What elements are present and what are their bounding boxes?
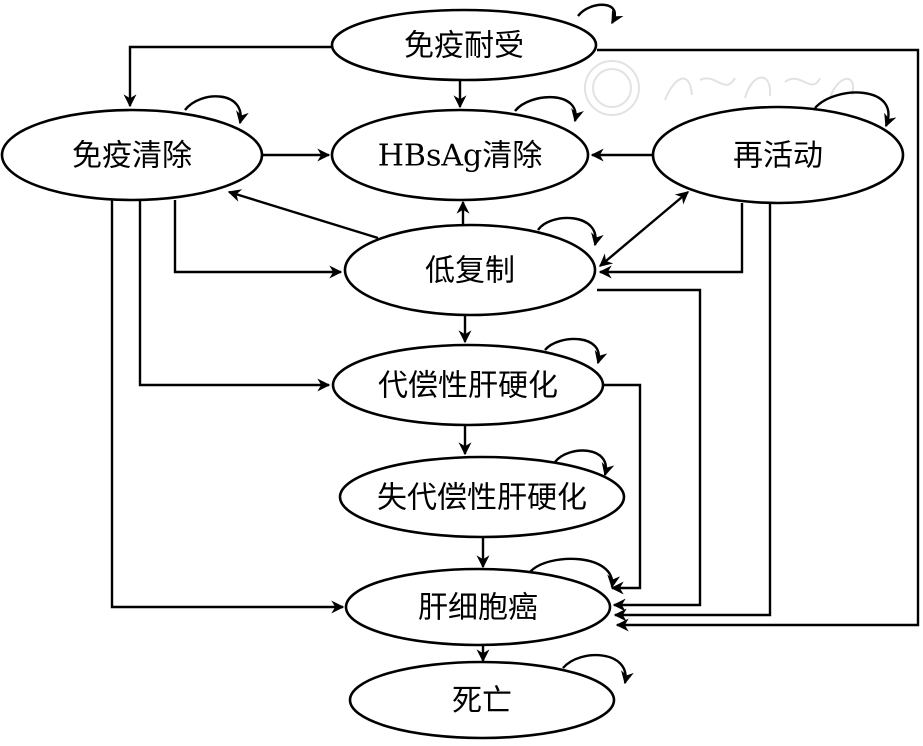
node-hcc: 肝细胞癌 [344, 567, 612, 647]
self-loop-reactivation [814, 91, 897, 128]
edge-tolerance-to-hcc [597, 48, 920, 632]
node-immune-clearance: 免疫清除 [0, 108, 264, 202]
node-label: 死亡 [452, 684, 512, 719]
node-label: 低复制 [425, 254, 515, 289]
node-ellipse [330, 108, 590, 202]
self-loop-compensated-cirrhosis [544, 337, 608, 365]
node-hbsag-clearance: HBsAg清除 [330, 108, 590, 202]
edge-clearance-to-hcc [110, 200, 345, 614]
node-death: 死亡 [348, 660, 616, 740]
node-label: 代偿性肝硬化 [378, 369, 558, 404]
edge-tolerance-to-clearance [123, 45, 332, 108]
node-ellipse [330, 8, 598, 82]
edge-lowrep-reactivation-bidirectional [599, 191, 689, 267]
node-ellipse [338, 455, 626, 539]
self-loop-immune-clearance [184, 95, 249, 125]
watermark-logo [584, 60, 855, 116]
edge-compensated-to-hcc [603, 383, 642, 595]
edge-clearance-to-compensated [138, 200, 331, 392]
node-label: 免疫耐受 [404, 29, 524, 64]
node-label: 再活动 [733, 139, 823, 174]
edges [110, 45, 920, 663]
edge-lowrep-to-clearance [227, 189, 379, 240]
self-loop-hbsag-clearance [514, 95, 584, 123]
self-loop-low-replication [537, 216, 604, 247]
node-reactivation: 再活动 [651, 105, 905, 205]
edge-clearance-to-lowrep [173, 200, 343, 279]
node-low-replication: 低复制 [343, 223, 597, 317]
node-label: 肝细胞癌 [418, 591, 538, 626]
node-ellipse [0, 108, 264, 202]
edge-reactivation-to-lowrep [598, 203, 744, 279]
edge-lowrep-to-hcc [597, 288, 702, 612]
node-compensated-cirrhosis: 代偿性肝硬化 [331, 343, 605, 427]
node-ellipse [344, 567, 612, 647]
self-loop-decompensated-cirrhosis [554, 449, 615, 477]
watermark-script-strokes [664, 76, 855, 101]
edge-reactivation-to-hcc [613, 203, 772, 622]
watermark-seal-inner [592, 68, 632, 108]
node-label: HBsAg清除 [378, 139, 542, 174]
node-decompensated-cirrhosis: 失代偿性肝硬化 [338, 455, 626, 539]
self-loop-immune-tolerance [577, 3, 624, 25]
self-loops [184, 3, 897, 685]
node-ellipse [343, 223, 597, 317]
watermark-seal-ring [584, 60, 640, 116]
node-immune-tolerance: 免疫耐受 [330, 8, 598, 82]
node-ellipse [331, 343, 605, 427]
self-loop-death [562, 654, 634, 685]
node-label: 免疫清除 [72, 139, 192, 174]
self-loop-hcc [529, 557, 621, 589]
node-ellipse [651, 105, 905, 205]
node-label: 失代偿性肝硬化 [377, 481, 587, 516]
node-ellipse [348, 660, 616, 740]
